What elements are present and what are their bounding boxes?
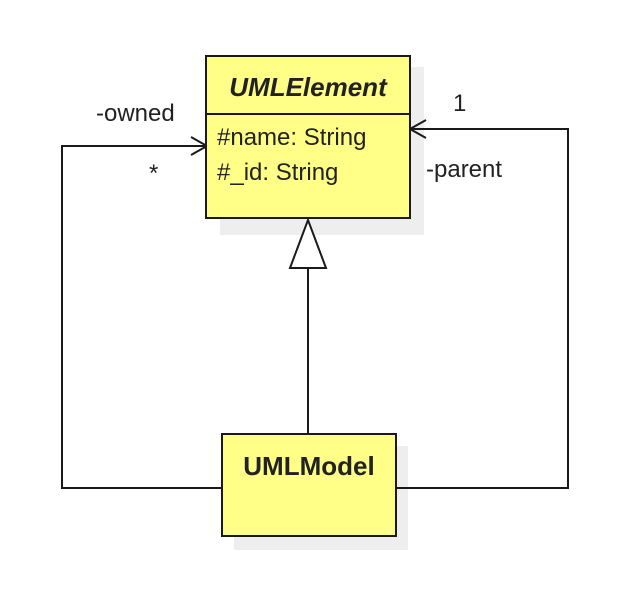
owned-role-label: -owned <box>96 100 175 127</box>
uml-element-attribute-id: #_id: String <box>217 159 338 186</box>
uml-model-box <box>221 433 397 537</box>
parent-multiplicity-label: 1 <box>453 90 466 117</box>
uml-model-name: UMLModel <box>243 451 374 481</box>
uml-model-class[interactable]: UMLModel <box>221 433 397 537</box>
generalization-arrowhead <box>288 217 328 269</box>
owned-association-line <box>61 145 222 489</box>
parent-role-label: -parent <box>426 156 502 183</box>
owned-multiplicity-label: * <box>149 160 158 187</box>
uml-element-attribute-name: #name: String <box>217 124 366 151</box>
uml-element-name: UMLElement <box>229 72 388 102</box>
uml-element-class[interactable]: UMLElement #name: String #_id: String <box>205 55 411 219</box>
uml-element-box <box>205 55 411 219</box>
parent-association-line <box>396 128 569 489</box>
